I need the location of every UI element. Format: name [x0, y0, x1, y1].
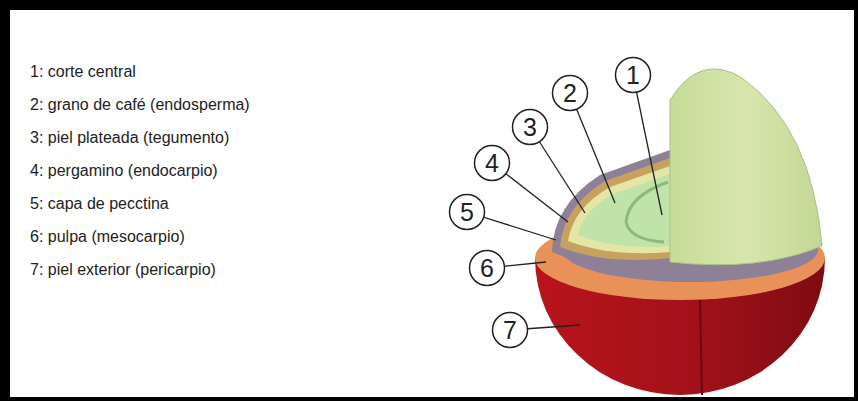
legend-line: 1: corte central [30, 62, 136, 82]
callout-circle: 3 [511, 108, 549, 146]
frame-top [0, 0, 858, 10]
frame-right [854, 0, 858, 401]
pectin-layer [552, 150, 672, 268]
callout-circle: 2 [551, 74, 589, 112]
legend-line: 5: capa de pecctina [30, 194, 169, 214]
callout-number: 7 [491, 311, 529, 349]
legend-line: 4: pergamino (endocarpio) [30, 161, 218, 181]
callout-number: 1 [614, 56, 652, 94]
callout-circle: 6 [468, 249, 506, 287]
callout-circle: 7 [491, 311, 529, 349]
callout-circle: 5 [448, 193, 486, 231]
callout-number: 2 [551, 74, 589, 112]
leader-lines [467, 75, 662, 330]
callout-circle: 1 [614, 56, 652, 94]
callout-number: 3 [511, 108, 549, 146]
legend-line: 3: piel plateada (tegumento) [30, 128, 229, 148]
callout-number: 4 [473, 144, 511, 182]
skin-seam [700, 300, 702, 395]
callout-number: 5 [448, 193, 486, 231]
legend-line: 2: grano de café (endosperma) [30, 95, 250, 115]
legend-line: 6: pulpa (mesocarpio) [30, 227, 185, 247]
frame-bottom [0, 397, 858, 401]
callout-number: 6 [468, 249, 506, 287]
legend-line: 7: piel exterior (pericarpio) [30, 260, 216, 280]
bean-dome [670, 69, 822, 265]
callout-circle: 4 [473, 144, 511, 182]
frame-left [0, 0, 10, 401]
